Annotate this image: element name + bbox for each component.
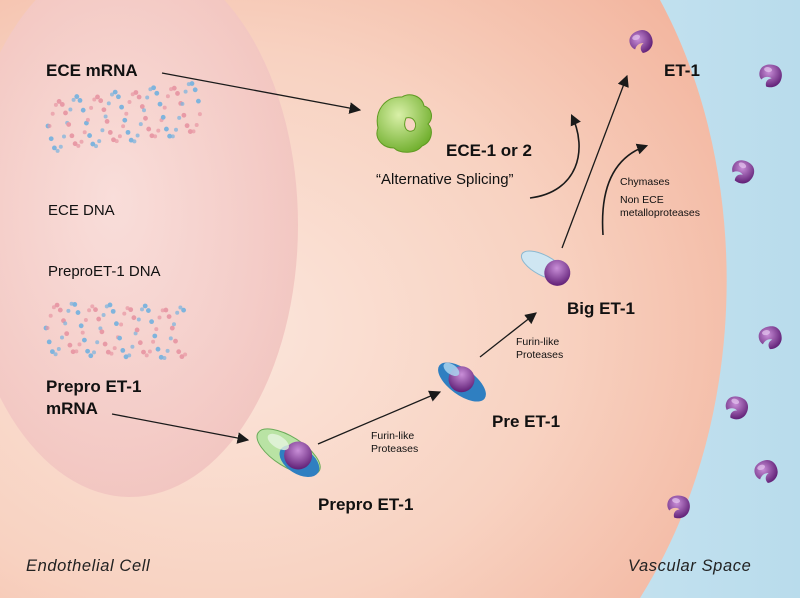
preproet1-dna-helix: [43, 301, 188, 360]
label-proteases-2: Proteases: [516, 349, 564, 361]
prepro-et1-icon: [256, 428, 321, 478]
label-furin-like-2: Furin-like: [516, 336, 560, 348]
label-ece-mrna: ECE mRNA: [46, 61, 138, 80]
big-et1-icon: [520, 250, 571, 286]
label-non-ece: Non ECE: [620, 194, 664, 206]
label-furin-like-1: Furin-like: [371, 430, 415, 442]
nucleus-region: [0, 0, 298, 497]
et1-peptide-icon: [667, 495, 690, 519]
curved-arrow-chymase: [601, 143, 649, 236]
label-alternative-splicing: “Alternative Splicing”: [376, 171, 514, 188]
et1-peptide-icon: [725, 396, 749, 420]
label-endothelial-cell: Endothelial Cell: [26, 557, 151, 575]
et1-peptide-icon: [754, 459, 778, 484]
label-preproet1-dna: PreproET-1 DNA: [48, 263, 161, 280]
et1-peptide-icon: [732, 160, 755, 184]
et1-peptides-group: [629, 29, 782, 519]
label-ece-1-or-2: ECE-1 or 2: [446, 141, 532, 160]
ece-enzyme-icon: [376, 94, 432, 153]
et1-peptide-icon: [759, 64, 782, 88]
label-metalloproteases: metalloproteases: [620, 207, 700, 219]
pre-et1-icon: [438, 362, 486, 402]
arrow-mrna-to-prepro: [111, 413, 250, 444]
ece-dna-helix: [45, 81, 202, 153]
et1-peptide-icon: [629, 29, 653, 54]
arrow-big-to-et1: [561, 74, 629, 249]
arrow-prepro-to-pre: [317, 390, 442, 445]
arrow-ece-mrna-to-ece: [161, 72, 362, 114]
label-prepro-et1-mrna-line2: mRNA: [46, 399, 98, 418]
label-chymases: Chymases: [620, 176, 670, 188]
curved-arrow-ece: [529, 113, 581, 199]
label-prepro-et1: Prepro ET-1: [318, 495, 414, 514]
label-proteases-1: Proteases: [371, 443, 419, 455]
label-et1: ET-1: [664, 61, 700, 80]
label-prepro-et1-mrna-line1: Prepro ET-1: [46, 377, 142, 396]
label-pre-et1: Pre ET-1: [492, 412, 561, 431]
arrow-pre-to-big: [479, 312, 537, 358]
label-vascular-space: Vascular Space: [628, 557, 752, 575]
label-ece-dna: ECE DNA: [48, 202, 115, 219]
et1-peptide-icon: [758, 326, 782, 350]
label-big-et1: Big ET-1: [567, 299, 636, 318]
